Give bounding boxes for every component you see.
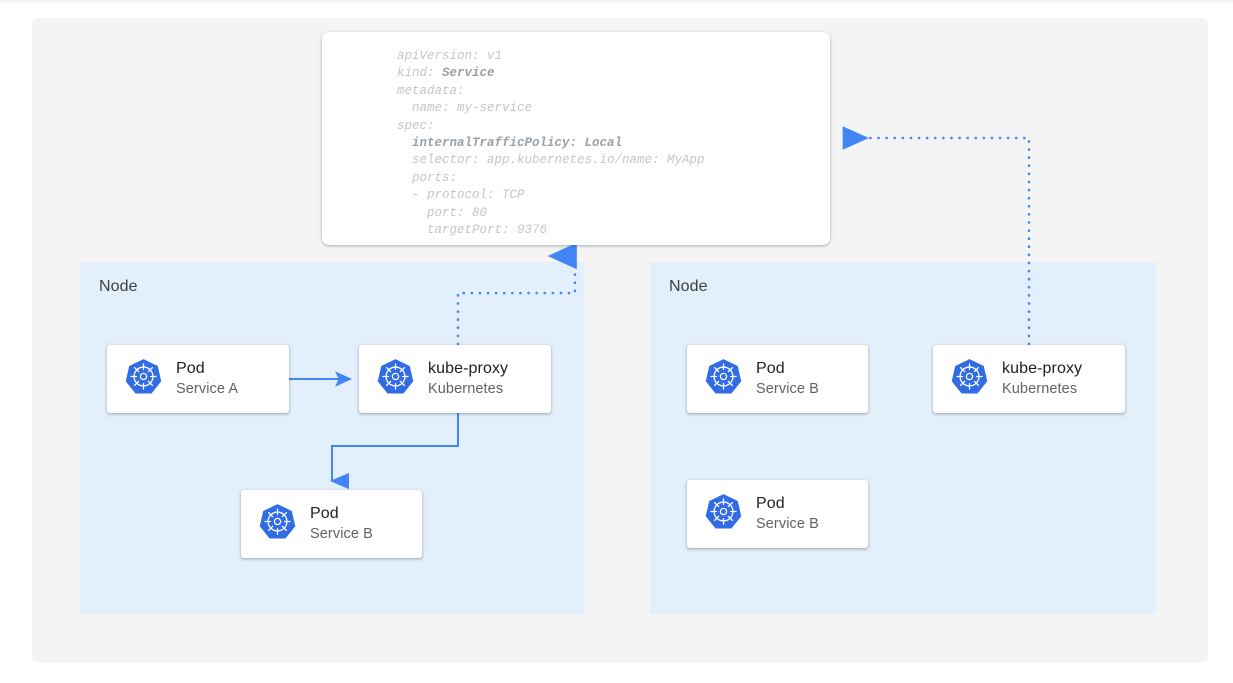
card-title: Pod xyxy=(310,505,339,522)
card-subtitle: Kubernetes xyxy=(1002,381,1078,397)
card-pod-service-b-right-node-bottom[interactable]: Pod Service B xyxy=(687,480,868,548)
kubernetes-icon xyxy=(377,358,414,400)
service-manifest-yaml: apiVersion: v1 kind: Service metadata: n… xyxy=(397,48,705,239)
yaml-line: selector: app.kubernetes.io/name: MyApp xyxy=(397,153,705,168)
kubernetes-icon xyxy=(125,358,162,400)
card-title: Pod xyxy=(176,360,205,377)
card-subtitle: Kubernetes xyxy=(428,381,504,397)
yaml-line: ports: xyxy=(397,170,458,185)
card-title: kube-proxy xyxy=(428,360,509,377)
card-kube-proxy-right[interactable]: kube-proxy Kubernetes xyxy=(933,345,1125,413)
yaml-line: apiVersion: v1 xyxy=(397,49,503,63)
node-label-right: Node xyxy=(669,278,708,295)
card-subtitle: Service A xyxy=(176,381,239,397)
yaml-line: targetPort: 9376 xyxy=(397,223,548,238)
yaml-line: spec: xyxy=(397,118,435,133)
node-panel-left: Node xyxy=(80,262,584,614)
node-panel-right: Node xyxy=(650,262,1156,614)
card-subtitle: Service B xyxy=(756,381,819,397)
kubernetes-icon xyxy=(259,503,296,545)
kubernetes-icon xyxy=(705,358,742,400)
card-subtitle: Service B xyxy=(310,526,373,542)
card-title: kube-proxy xyxy=(1002,360,1083,377)
top-rule xyxy=(0,0,1233,3)
yaml-line: port: 80 xyxy=(397,205,488,220)
card-title: Pod xyxy=(756,360,785,377)
card-pod-service-a[interactable]: Pod Service A xyxy=(107,345,289,413)
kubernetes-icon xyxy=(951,358,988,400)
card-kube-proxy-left[interactable]: kube-proxy Kubernetes xyxy=(359,345,551,413)
card-pod-service-b-left-node[interactable]: Pod Service B xyxy=(241,490,422,558)
kubernetes-icon xyxy=(705,493,742,535)
yaml-line: internalTrafficPolicy: Local xyxy=(397,136,623,151)
service-manifest-card: apiVersion: v1 kind: Service metadata: n… xyxy=(322,32,830,245)
card-pod-service-b-right-node-top[interactable]: Pod Service B xyxy=(687,345,868,413)
card-title: Pod xyxy=(756,495,785,512)
yaml-line: kind: Service xyxy=(397,66,495,81)
yaml-line: - protocol: TCP xyxy=(397,188,525,203)
yaml-line: metadata: xyxy=(397,83,465,98)
card-subtitle: Service B xyxy=(756,516,819,532)
node-label-left: Node xyxy=(99,278,138,295)
yaml-line: name: my-service xyxy=(397,101,533,116)
